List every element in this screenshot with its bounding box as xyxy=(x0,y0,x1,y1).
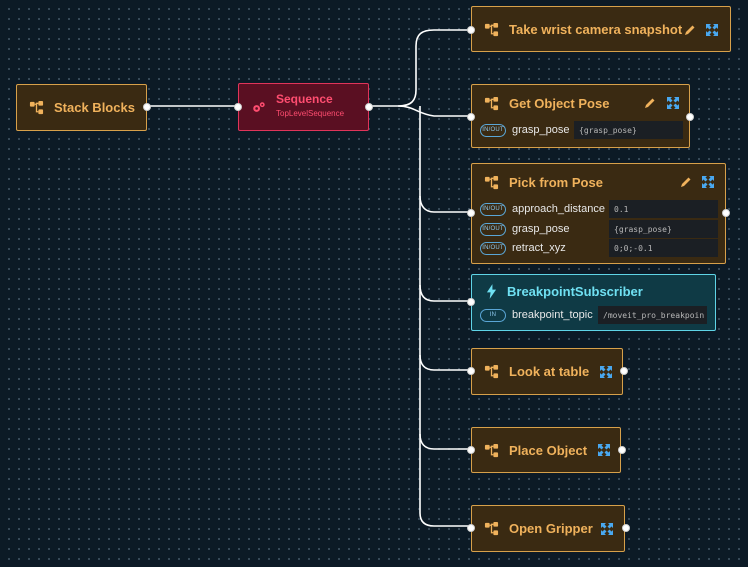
expand-icon[interactable] xyxy=(598,444,610,456)
expand-icon[interactable] xyxy=(601,523,613,535)
expand-icon[interactable] xyxy=(706,24,718,36)
port-value-field[interactable]: 0;0;-0.1 xyxy=(609,239,718,257)
input-port[interactable] xyxy=(467,298,475,306)
output-port[interactable] xyxy=(686,113,694,121)
input-port[interactable] xyxy=(467,209,475,217)
port-direction-badge: IN/OUT xyxy=(480,123,506,137)
tree-icon xyxy=(484,175,499,189)
look-at-table-title: Look at table xyxy=(509,363,590,379)
port-name: grasp_pose xyxy=(512,223,570,235)
port-value-field[interactable]: /moveit_pro_breakpoin xyxy=(598,306,707,324)
pick-from-pose-node[interactable]: Pick from Pose IN/OUT approach_distance … xyxy=(467,163,730,264)
place-object-node[interactable]: Place Object xyxy=(467,427,626,473)
port-value-field[interactable]: 0.1 xyxy=(609,200,718,218)
expand-icon[interactable] xyxy=(600,366,612,378)
port-direction-badge: IN/OUT xyxy=(480,202,506,216)
port-row: IN/OUT grasp_pose xyxy=(480,220,570,238)
stack-blocks-title: Stack Blocks xyxy=(54,99,135,115)
port-name: approach_distance xyxy=(512,203,605,215)
port-direction-badge: IN/OUT xyxy=(480,222,506,236)
port-direction-badge: IN xyxy=(480,308,506,322)
output-port[interactable] xyxy=(365,103,373,111)
gears-icon xyxy=(253,102,265,112)
pick-from-pose-title: Pick from Pose xyxy=(509,174,603,190)
port-name: retract_xyz xyxy=(512,242,566,254)
tree-icon xyxy=(484,443,499,457)
port-value-field[interactable]: {grasp_pose} xyxy=(574,121,683,139)
port-row: IN/OUT grasp_pose xyxy=(480,121,570,139)
input-port[interactable] xyxy=(467,26,475,34)
place-object-title: Place Object xyxy=(509,442,588,458)
input-port[interactable] xyxy=(467,367,475,375)
sequence-node[interactable]: Sequence TopLevelSequence xyxy=(234,83,373,131)
sequence-title: Sequence xyxy=(276,92,333,106)
pencil-icon[interactable] xyxy=(680,176,692,188)
input-port[interactable] xyxy=(467,524,475,532)
pencil-icon[interactable] xyxy=(644,97,656,109)
tree-icon xyxy=(484,96,499,110)
get-object-pose-node[interactable]: Get Object Pose IN/OUT grasp_pose {grasp… xyxy=(467,84,694,148)
breakpoint-subscriber-title: BreakpointSubscriber xyxy=(507,283,643,299)
tree-icon xyxy=(484,22,499,36)
output-port[interactable] xyxy=(618,446,626,454)
port-direction-badge: IN/OUT xyxy=(480,241,506,255)
input-port[interactable] xyxy=(234,103,242,111)
output-port[interactable] xyxy=(143,103,151,111)
input-port[interactable] xyxy=(467,446,475,454)
open-gripper-node[interactable]: Open Gripper xyxy=(467,505,630,552)
get-object-pose-title: Get Object Pose xyxy=(509,95,610,111)
port-row: IN breakpoint_topic xyxy=(480,306,593,324)
lightning-icon xyxy=(486,283,497,299)
look-at-table-node[interactable]: Look at table xyxy=(467,348,628,395)
output-port[interactable] xyxy=(620,367,628,375)
expand-icon[interactable] xyxy=(702,176,714,188)
expand-icon[interactable] xyxy=(667,97,679,109)
port-name: breakpoint_topic xyxy=(512,309,593,321)
tree-icon xyxy=(484,521,499,535)
port-value-field[interactable]: {grasp_pose} xyxy=(609,220,718,238)
pencil-icon[interactable] xyxy=(684,24,696,36)
stack-blocks-node[interactable]: Stack Blocks xyxy=(16,84,151,131)
sequence-subtitle: TopLevelSequence xyxy=(276,109,345,118)
tree-icon xyxy=(29,100,44,114)
breakpoint-subscriber-node[interactable]: BreakpointSubscriber IN breakpoint_topic… xyxy=(467,274,716,331)
port-row: IN/OUT approach_distance xyxy=(480,200,605,218)
output-port[interactable] xyxy=(622,524,630,532)
output-port[interactable] xyxy=(722,209,730,217)
port-name: grasp_pose xyxy=(512,124,570,136)
tree-icon xyxy=(484,364,499,378)
take-snapshot-title: Take wrist camera snapshot xyxy=(509,21,683,37)
take-snapshot-node[interactable]: Take wrist camera snapshot xyxy=(467,6,731,52)
input-port[interactable] xyxy=(467,113,475,121)
open-gripper-title: Open Gripper xyxy=(509,520,593,536)
port-row: IN/OUT retract_xyz xyxy=(480,239,566,257)
